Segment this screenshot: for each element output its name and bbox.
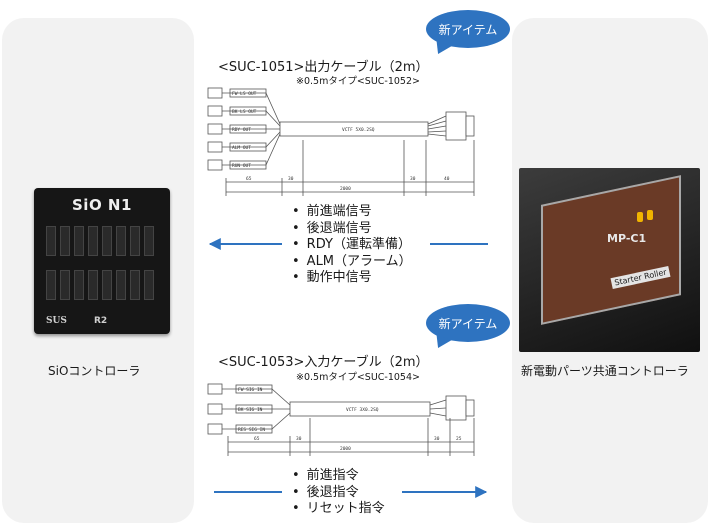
input-dim-part: 25	[456, 436, 462, 442]
sio-brand-label: SiO N1	[72, 196, 132, 214]
input-cable-title: <SUC-1053>入力ケーブル（2m）	[218, 355, 429, 370]
output-signal-item: 動作中信号	[292, 270, 412, 287]
input-signal-list: 前進指令 後退指令 リセット指令	[292, 468, 385, 518]
new-item-badge-input: 新アイテム	[426, 304, 510, 352]
output-dim-part: 40	[444, 176, 450, 182]
output-dim-total: 2000	[340, 186, 351, 192]
input-signal-item: 前進指令	[292, 468, 385, 485]
output-signal-item: RDY（運転準備）	[292, 237, 412, 254]
input-cable-note: ※0.5mタイプ<SUC-1054>	[296, 372, 420, 383]
output-cable-title: <SUC-1051>出力ケーブル（2m）	[218, 60, 429, 75]
input-dim-part: 30	[434, 436, 440, 442]
input-dim-part: 30	[296, 436, 302, 442]
sio-caption: SiOコントローラ	[48, 364, 141, 378]
output-wire-label: RDY OUT	[232, 127, 251, 133]
sio-controller-image: SiO N1 SUS R2	[34, 188, 170, 334]
input-wire-label: RES SIG IN	[238, 427, 265, 433]
output-cable-note: ※0.5mタイプ<SUC-1052>	[296, 76, 420, 87]
sio-maker-label: SUS	[46, 316, 67, 326]
new-item-badge-output: 新アイテム	[426, 10, 510, 58]
input-signal-item: リセット指令	[292, 501, 385, 518]
input-wire-label: FW SIG IN	[238, 387, 263, 393]
mp-model-label: MP-C1	[607, 232, 647, 245]
output-signal-list: 前進端信号 後退端信号 RDY（運転準備） ALM（アラーム） 動作中信号	[292, 204, 412, 287]
input-wire-label: BK SIG IN	[238, 407, 263, 413]
mp-controller-image: MP-C1 Starter Roller	[519, 168, 700, 352]
output-dim-part: 30	[288, 176, 294, 182]
input-dim-part: 65	[254, 436, 260, 442]
output-dim-part: 65	[246, 176, 252, 182]
output-wire-label: BK LS OUT	[232, 109, 257, 115]
controller-caption: 新電動パーツ共通コントローラ	[521, 364, 689, 378]
output-signal-item: 後退端信号	[292, 221, 412, 238]
output-wire-label: FW LS OUT	[232, 91, 257, 97]
output-wire-label: RUN OUT	[232, 163, 251, 169]
output-sheath-label: VCTF 5X0.2SQ	[342, 127, 375, 133]
sio-model-label: R2	[94, 316, 108, 326]
output-signal-item: 前進端信号	[292, 204, 412, 221]
output-dim-part: 30	[410, 176, 416, 182]
input-cable-drawing	[207, 383, 475, 456]
input-signal-item: 後退指令	[292, 485, 385, 502]
output-cable-drawing	[207, 87, 475, 196]
output-signal-item: ALM（アラーム）	[292, 254, 412, 271]
output-wire-label: ALM OUT	[232, 145, 251, 151]
input-sheath-label: VCTF 3X0.2SQ	[346, 407, 379, 413]
input-dim-total: 2000	[340, 446, 351, 452]
